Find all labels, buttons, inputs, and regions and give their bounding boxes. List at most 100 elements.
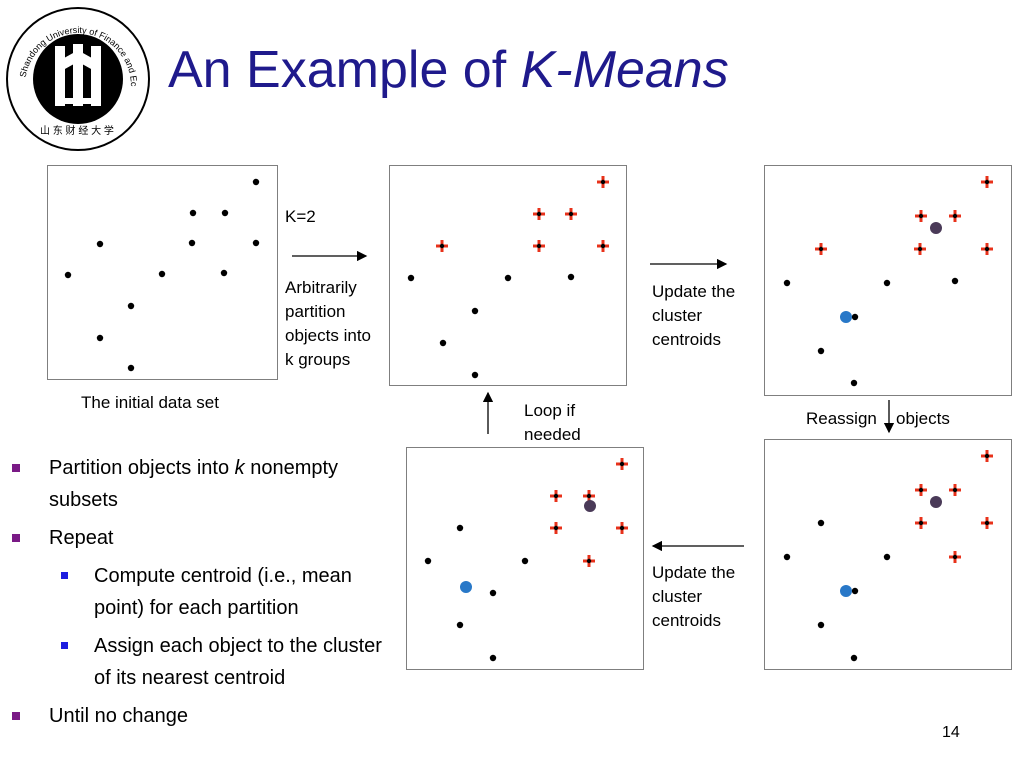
bullet-marker	[12, 534, 20, 542]
data-point	[64, 271, 72, 279]
data-point	[456, 524, 464, 532]
cross-center	[818, 246, 824, 252]
data-point	[471, 307, 479, 315]
cross-center	[586, 493, 592, 499]
slide-title: An Example of K-Means	[168, 41, 729, 99]
subbullet-marker	[61, 642, 68, 649]
data-point	[783, 279, 791, 287]
data-point	[127, 302, 135, 310]
data-point	[188, 239, 196, 247]
data-point	[817, 519, 825, 527]
data-point-cluster-red	[533, 208, 545, 220]
cross-center	[918, 487, 924, 493]
centroid-marker	[930, 496, 942, 508]
data-point	[158, 270, 166, 278]
data-point	[456, 621, 464, 629]
data-point-cluster-red	[597, 176, 609, 188]
subbullet-compute-centroid: Compute centroid (i.e., mean point) for …	[12, 560, 402, 624]
cross-center	[536, 243, 542, 249]
data-point-cluster-red	[949, 551, 961, 563]
data-point	[851, 313, 859, 321]
cross-center	[918, 520, 924, 526]
data-point	[471, 371, 479, 379]
data-point	[883, 553, 891, 561]
data-point-cluster-red	[533, 240, 545, 252]
cross-center	[952, 213, 958, 219]
centroid-marker	[840, 585, 852, 597]
bullet-until: Until no change	[12, 700, 402, 732]
cross-center	[952, 487, 958, 493]
cross-center	[917, 246, 923, 252]
subbullet-assign-objects: Assign each object to the cluster of its…	[12, 630, 402, 694]
data-point-cluster-red	[550, 490, 562, 502]
data-point-cluster-red	[616, 522, 628, 534]
data-point	[252, 239, 260, 247]
panel-initial-partition	[389, 165, 627, 386]
data-point	[489, 654, 497, 662]
data-point	[96, 334, 104, 342]
panel-update-centroids-1	[764, 165, 1012, 396]
data-point-cluster-red	[981, 450, 993, 462]
cross-center	[536, 211, 542, 217]
data-point-cluster-red	[583, 555, 595, 567]
data-point	[252, 178, 260, 186]
data-point-cluster-red	[949, 210, 961, 222]
cross-center	[952, 554, 958, 560]
data-point-cluster-red	[981, 243, 993, 255]
objects-label: objects	[896, 409, 950, 428]
cross-center	[600, 243, 606, 249]
data-point	[951, 277, 959, 285]
data-point	[221, 209, 229, 217]
bullet-list: Partition objects into k nonempty subset…	[12, 452, 402, 738]
university-seal-logo: Shandong University of Finance and Econo…	[5, 6, 150, 151]
cross-center	[439, 243, 445, 249]
data-point-cluster-red	[597, 240, 609, 252]
data-point	[817, 621, 825, 629]
data-point-cluster-red	[915, 484, 927, 496]
data-point	[407, 274, 415, 282]
data-point	[567, 273, 575, 281]
page-number: 14	[942, 724, 960, 741]
data-point	[850, 654, 858, 662]
cross-center	[619, 525, 625, 531]
panel-update-centroids-2	[406, 447, 644, 670]
data-point-cluster-red	[914, 243, 926, 255]
panel-reassigned	[764, 439, 1012, 670]
data-point-cluster-red	[616, 458, 628, 470]
data-point	[96, 240, 104, 248]
cross-center	[984, 520, 990, 526]
bullet-repeat: Repeat	[12, 522, 402, 554]
cross-center	[586, 558, 592, 564]
data-point	[851, 587, 859, 595]
bullet-marker	[12, 712, 20, 720]
data-point	[504, 274, 512, 282]
data-point-cluster-red	[981, 176, 993, 188]
bullet-partition: Partition objects into k nonempty subset…	[12, 452, 402, 516]
cross-center	[600, 179, 606, 185]
cross-center	[918, 213, 924, 219]
data-point	[424, 557, 432, 565]
partition-text: Arbitrarily partition objects into k gro…	[285, 278, 371, 369]
update-centroids-text-bottom: Update the cluster centroids	[652, 563, 736, 630]
cross-center	[984, 453, 990, 459]
cross-center	[553, 525, 559, 531]
data-point	[189, 209, 197, 217]
data-point-cluster-red	[915, 517, 927, 529]
data-point	[489, 589, 497, 597]
data-point	[439, 339, 447, 347]
data-point-cluster-red	[949, 484, 961, 496]
data-point	[127, 364, 135, 372]
k-label: K=2	[285, 207, 316, 226]
centroid-marker	[460, 581, 472, 593]
data-point-cluster-red	[815, 243, 827, 255]
data-point	[850, 379, 858, 387]
data-point-cluster-red	[550, 522, 562, 534]
svg-text:山 东 财 经 大 学: 山 东 财 经 大 学	[40, 124, 114, 137]
cross-center	[568, 211, 574, 217]
data-point-cluster-red	[565, 208, 577, 220]
subbullet-marker	[61, 572, 68, 579]
data-point	[220, 269, 228, 277]
panel-initial-data	[47, 165, 278, 380]
cross-center	[553, 493, 559, 499]
reassign-label: Reassign	[806, 409, 877, 428]
